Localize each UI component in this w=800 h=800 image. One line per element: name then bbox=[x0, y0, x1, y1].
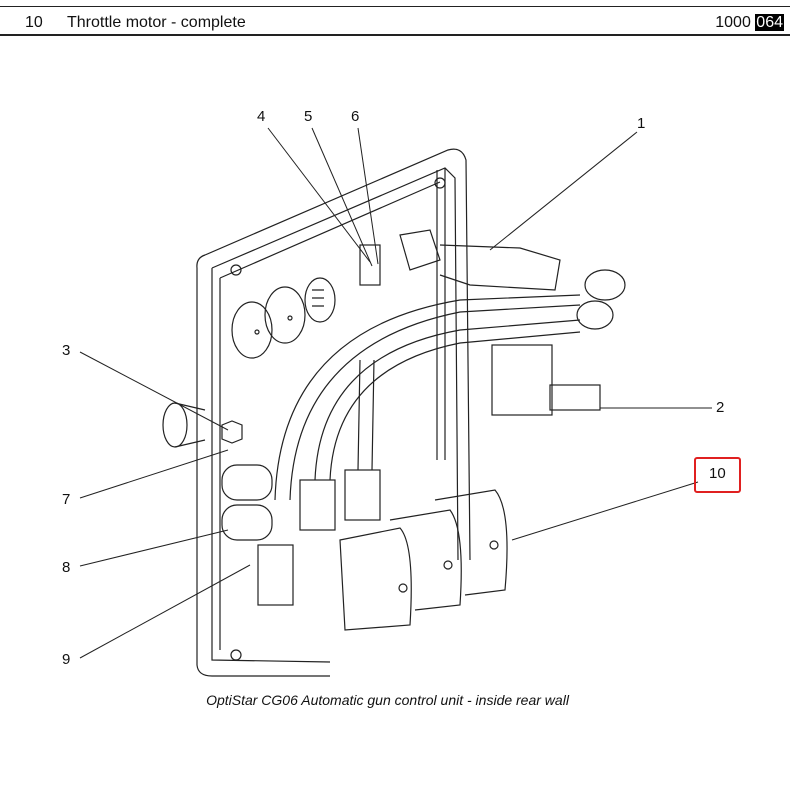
valve-assembly bbox=[359, 229, 626, 416]
parts-list-row: 10 Throttle motor - complete 1000 064 bbox=[0, 12, 790, 36]
callout-5: 5 bbox=[304, 108, 312, 125]
highlight-box bbox=[694, 457, 741, 493]
pressure-gauges bbox=[231, 277, 336, 359]
callout-3: 3 bbox=[62, 342, 70, 359]
leader-lines bbox=[79, 127, 712, 659]
air-hoses bbox=[274, 294, 581, 501]
callout-6: 6 bbox=[351, 108, 359, 125]
header-rule bbox=[0, 6, 790, 7]
figure-caption: OptiStar CG06 Automatic gun control unit… bbox=[206, 692, 569, 708]
callout-2: 2 bbox=[716, 399, 724, 416]
callout-labels: 1 2 3 4 5 6 7 8 9 10 bbox=[62, 108, 726, 668]
fittings bbox=[162, 402, 381, 606]
callout-10: 10 bbox=[709, 465, 726, 482]
callout-4: 4 bbox=[257, 108, 265, 125]
callout-7: 7 bbox=[62, 491, 70, 508]
item-description: Throttle motor - complete bbox=[67, 14, 246, 31]
callout-8: 8 bbox=[62, 559, 70, 576]
part-number: 1000 064 bbox=[715, 14, 784, 32]
rear-wall-plate bbox=[196, 148, 471, 677]
hose-connectors bbox=[339, 489, 508, 631]
part-number-prefix: 1000 bbox=[715, 14, 751, 31]
item-position: 10 bbox=[25, 14, 43, 31]
callout-9: 9 bbox=[62, 651, 70, 668]
part-number-highlight: 064 bbox=[755, 14, 784, 31]
callout-1: 1 bbox=[637, 115, 645, 132]
